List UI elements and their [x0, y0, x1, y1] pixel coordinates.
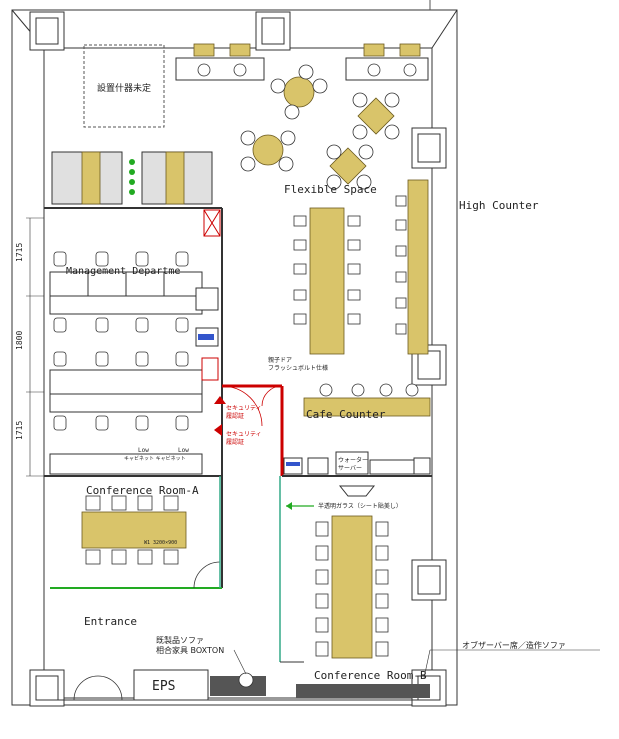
- dimension-2: 1800: [15, 331, 24, 350]
- security-1-line1: セキュリティ: [226, 405, 262, 412]
- dimension-1: 1715: [15, 243, 24, 262]
- cafe-counter-label: Cafe Counter: [306, 408, 386, 421]
- conference-room-a-furniture: [81, 476, 221, 589]
- high-counter-label: High Counter: [459, 199, 539, 212]
- top-desks: [175, 43, 429, 81]
- security-2-line2: 履認証: [226, 438, 244, 446]
- glass-door-line1: 親子ドア: [268, 356, 292, 364]
- undecided-area: [83, 44, 165, 128]
- entrance-area: [44, 669, 432, 701]
- dimension-3: 1715: [15, 421, 24, 440]
- conference-room-b-label: Conference Room-B: [314, 669, 427, 682]
- existing-sofa-line2: 相合家具 BOXTON: [156, 645, 224, 655]
- observer-seat-label: オブザーバー席／造作ソファ: [462, 640, 566, 650]
- entrance-label: Entrance: [84, 615, 137, 628]
- low-cabinet-label-2: Low: [178, 447, 189, 454]
- conference-room-a-label: Conference Room-A: [86, 484, 199, 497]
- conference-room-b-furniture: [279, 476, 430, 698]
- dimension-lines: [26, 217, 44, 477]
- existing-sofa-line1: 既製品ソファ: [156, 635, 204, 645]
- security-2-line1: セキュリティ: [226, 431, 262, 438]
- water-server-line2: サーバー: [338, 465, 362, 472]
- cabinet-caption: キャビネット キャビネット: [124, 455, 186, 462]
- table-size-label: W1 3200×900: [144, 540, 177, 546]
- low-cabinet-label-1: Low: [138, 447, 149, 454]
- management-label: Management Departme: [66, 266, 180, 277]
- water-server-line1: ウォーター: [338, 456, 368, 464]
- flexible-space-label: Flexible Space: [284, 183, 377, 196]
- flexible-tables: [240, 64, 400, 190]
- eps-label: EPS: [152, 679, 175, 694]
- management-walls: [44, 207, 223, 589]
- management-desks: [49, 251, 219, 475]
- security-1-line2: 履認証: [226, 412, 244, 420]
- security-walls: [201, 357, 284, 476]
- semi-transparent-glass-label: 半透明ガラス（シート貼美し）: [318, 502, 402, 510]
- high-counter: [395, 179, 429, 355]
- flexible-long-table: [293, 207, 361, 355]
- undecided-label: 設置什器未定: [97, 82, 151, 94]
- phone-booths: [51, 151, 213, 205]
- cafe-counter: [282, 383, 432, 477]
- glass-door-line2: フラッシュボルト仕様: [268, 364, 328, 372]
